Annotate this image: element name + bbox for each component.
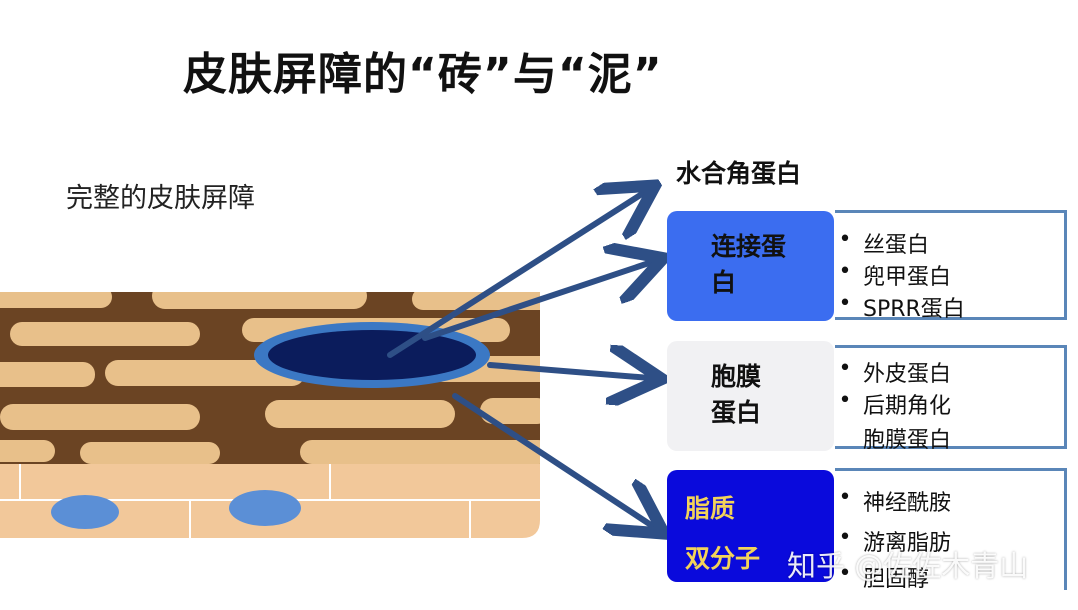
lipid-bilayer-list: •神经酰胺 •游离脂肪 •胆固醇 (835, 468, 1067, 592)
highlight-core (268, 330, 476, 380)
diagram-title: 皮肤屏障的“砖”与“泥” (183, 49, 663, 100)
list-item: •后期角化 (838, 388, 952, 419)
list-item: •外皮蛋白 (838, 356, 952, 387)
list-item: •SPRR蛋白 (838, 291, 965, 322)
arrow-to-corneocyte-proteins (387, 192, 645, 358)
keratin-section-label: 水合角蛋白 (676, 159, 802, 188)
arrow-to-connecting-proteins (422, 262, 652, 341)
zhihu-watermark: 知乎 @佐佐木青山 (787, 549, 1029, 583)
arrow-to-lipid-bilayer (452, 393, 654, 527)
lipid-bilayer-box: 脂质 双分子 (667, 470, 834, 582)
list-item: •游离脂肪 (838, 525, 952, 556)
envelope-proteins-list: •外皮蛋白 •后期角化 胞膜蛋白 (835, 345, 1067, 453)
connecting-proteins-label-line: 连接蛋 (711, 232, 787, 261)
lipid-bilayer-label-line: 双分子 (685, 544, 761, 573)
list-item: •胆固醇 (838, 561, 930, 592)
cell-nucleus (229, 490, 301, 526)
list-item: •神经酰胺 (838, 485, 952, 516)
envelope-proteins-label-line: 蛋白 (711, 398, 762, 427)
connecting-proteins-box: 连接蛋 白 (667, 211, 834, 321)
list-item: •兜甲蛋白 (838, 259, 952, 290)
list-item: 胞膜蛋白 (863, 428, 952, 453)
lipid-bilayer-label-line: 脂质 (685, 494, 736, 523)
list-item: •丝蛋白 (838, 227, 930, 258)
envelope-proteins-box: 胞膜 蛋白 (667, 341, 834, 451)
skin-barrier-caption: 完整的皮肤屏障 (66, 183, 255, 214)
envelope-proteins-label-line: 胞膜 (711, 362, 762, 391)
connecting-proteins-label-line: 白 (711, 268, 737, 297)
cell-nucleus (51, 495, 119, 529)
arrow-to-envelope-proteins (487, 365, 650, 378)
connecting-proteins-list: •丝蛋白 •兜甲蛋白 •SPRR蛋白 (835, 210, 1067, 322)
